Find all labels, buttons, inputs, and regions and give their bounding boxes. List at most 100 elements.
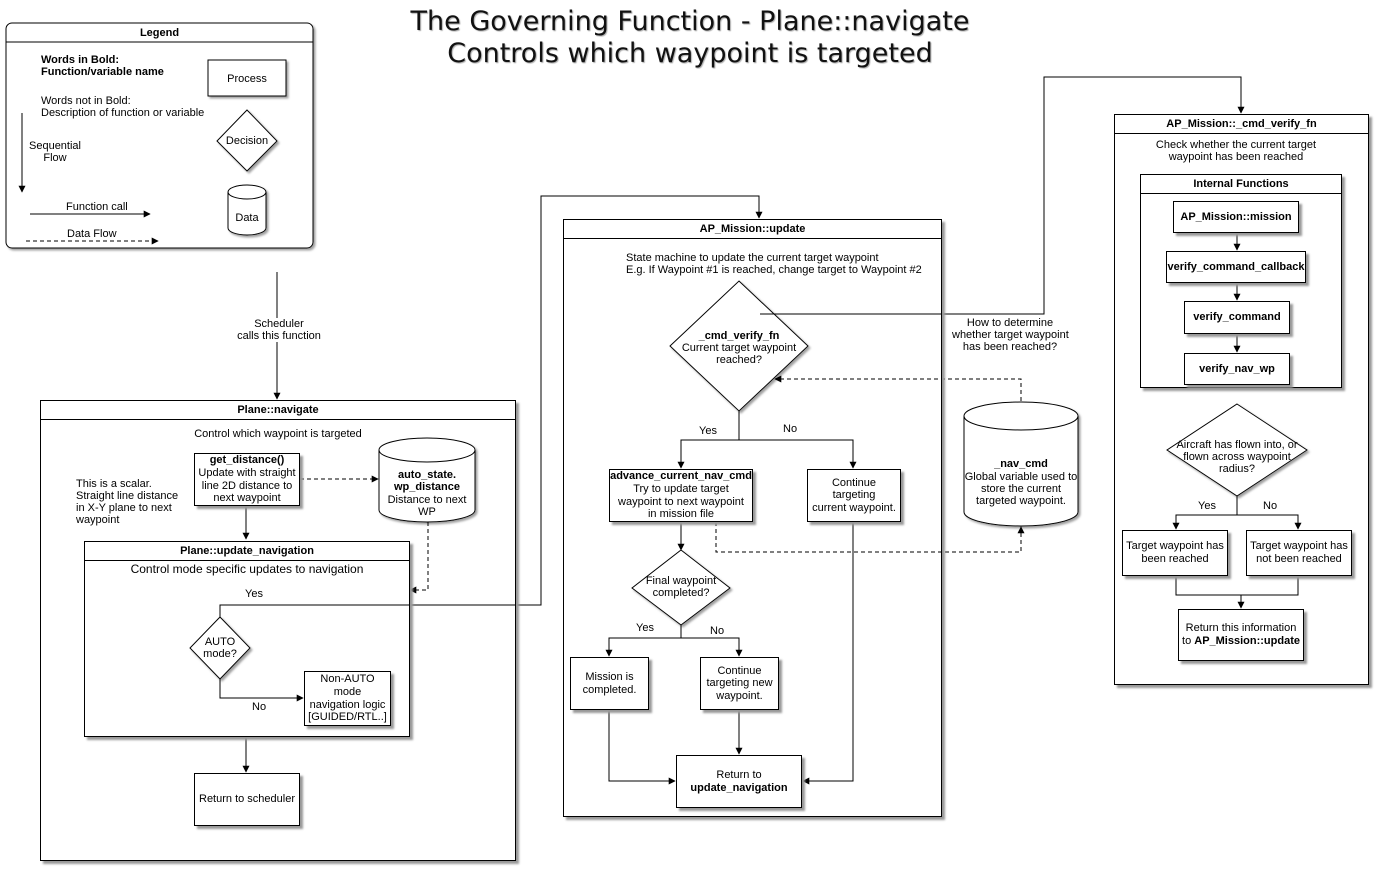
scheduler-label-1: Scheduler xyxy=(225,318,333,330)
waypoint-reached-text-1: Target waypoint has xyxy=(1126,540,1224,553)
non-auto-text-3: [GUIDED/RTL..] xyxy=(308,711,387,724)
fn-verify-nav-wp-box: verify_nav_wp xyxy=(1184,353,1290,385)
advance-nav-cmd-desc-1: Try to update target xyxy=(633,482,729,495)
legend-sequential-label-2: Flow xyxy=(26,152,84,164)
get-distance-desc-3: next waypoint xyxy=(213,492,281,505)
advance-nav-cmd-desc-3: in mission file xyxy=(647,508,715,521)
cmd-verify-desc-1: Current target waypoint xyxy=(681,342,797,354)
legend-bold-words-2: Function/variable name xyxy=(41,66,164,78)
legend-process-shape xyxy=(207,59,287,97)
return-update-nav-text-2: update_navigation xyxy=(690,781,788,794)
get-distance-box: get_distance() Update with straight line… xyxy=(194,453,300,506)
nav-cmd-desc-1: Global variable used to xyxy=(964,471,1078,483)
fn-verify-command-box: verify_command xyxy=(1184,301,1290,334)
non-auto-box: Non-AUTO mode navigation logic [GUIDED/R… xyxy=(304,671,391,726)
return-info-to: to xyxy=(1182,635,1195,647)
update-navigation-subtitle: Control mode specific updates to navigat… xyxy=(130,562,364,576)
fn-verify-nav-wp-text: verify_nav_wp xyxy=(1199,362,1275,375)
advance-to-nav-cmd-dataflow xyxy=(715,522,1025,553)
fn-verify-callback-text: verify_command_callback xyxy=(1167,260,1305,273)
return-to-scheduler-text: Return to scheduler xyxy=(199,793,295,806)
wp-distance-desc-2: WP xyxy=(418,506,436,518)
radius-decision-label-2: flown across waypoint xyxy=(1183,451,1291,463)
fn-mission-text: AP_Mission::mission xyxy=(1180,210,1292,223)
mission-completed-text-1: Mission is xyxy=(585,670,634,683)
legend-decision-shape xyxy=(216,109,278,172)
cmd-verify-call-path xyxy=(760,76,1245,315)
final-waypoint-label-1: Final waypoint xyxy=(645,575,717,587)
legend-data-flow-label: Data Flow xyxy=(65,228,119,240)
scalar-note-4: waypoint xyxy=(76,514,120,526)
radius-no-label: No xyxy=(1261,500,1280,512)
nav-cmd-desc-2: store the current xyxy=(980,483,1062,495)
continue-new-text-3: waypoint. xyxy=(716,689,763,702)
legend-data-label: Data xyxy=(235,212,259,224)
continue-new-box: Continue targeting new waypoint. xyxy=(700,657,779,710)
scalar-note-3: in X-Y plane to next xyxy=(76,502,172,514)
waypoint-not-reached-box: Target waypoint has not been reached xyxy=(1246,530,1352,576)
radius-decision-label-3: radius? xyxy=(1218,463,1256,475)
mission-update-header: AP_Mission::update xyxy=(564,220,941,239)
legend-bold-words-1: Words in Bold: xyxy=(41,54,120,66)
legend-header: Legend xyxy=(139,27,180,39)
mission-completed-box: Mission is completed. xyxy=(570,657,649,710)
nav-cmd-cylinder xyxy=(963,401,1079,527)
radius-yes-label: Yes xyxy=(1196,500,1218,512)
final-waypoint-label-2: completed? xyxy=(652,587,710,599)
update-navigation-header: Plane::update_navigation xyxy=(85,542,409,561)
mission-update-desc-1: State machine to update the current targ… xyxy=(626,252,879,264)
update-navigation-container: Plane::update_navigation xyxy=(84,541,410,737)
get-distance-name: get_distance() xyxy=(209,454,285,467)
nav-cmd-desc-3: targeted waypoint. xyxy=(976,495,1066,507)
advance-nav-cmd-desc-2: waypoint to next waypoint xyxy=(618,495,744,508)
cmd-verify-desc-2: reached? xyxy=(716,354,762,366)
mission-update-desc-2: E.g. If Waypoint #1 is reached, change t… xyxy=(626,264,922,276)
waypoint-reached-box: Target waypoint has been reached xyxy=(1122,530,1228,576)
internal-functions-container: Internal Functions xyxy=(1140,174,1342,388)
wp-distance-name-2: wp_distance xyxy=(393,481,461,493)
nav-cmd-to-verify-dataflow xyxy=(774,375,1022,401)
cmd-verify-fn-desc-2: waypoint has been reached xyxy=(1168,151,1304,163)
diagram-title-line-1: The Governing Function - Plane::navigate xyxy=(410,6,970,37)
plane-navigate-container: Plane::navigate xyxy=(40,400,516,861)
how-to-label-2: whether target waypoint xyxy=(950,329,1070,341)
return-info-text-2: to AP_Mission::update xyxy=(1182,635,1300,648)
legend-decision-label: Decision xyxy=(225,135,269,147)
cmd-verify-yes-label: Yes xyxy=(697,425,719,437)
non-auto-text-2: navigation logic xyxy=(309,698,386,711)
how-to-label-3: has been reached? xyxy=(950,341,1070,353)
continue-new-text-2: targeting new xyxy=(706,677,773,690)
legend-process-label: Process xyxy=(227,73,267,85)
continue-current-text-2: current waypoint. xyxy=(812,501,896,514)
legend-data-shape xyxy=(227,184,267,236)
diagram-title-line-2: Controls which waypoint is targeted xyxy=(447,38,933,69)
how-to-label-1: How to determine xyxy=(950,317,1070,329)
return-info-box: Return this information to AP_Mission::u… xyxy=(1178,609,1304,661)
non-auto-text-1: Non-AUTO mode xyxy=(320,673,375,698)
scalar-note-1: This is a scalar. xyxy=(76,478,152,490)
legend-function-call-label: Function call xyxy=(64,201,130,213)
get-distance-desc-1: Update with straight xyxy=(198,466,296,479)
auto-yes-path xyxy=(219,195,763,617)
final-no-label: No xyxy=(708,625,727,637)
auto-no-path xyxy=(219,679,304,702)
scheduler-label-2: calls this function xyxy=(225,330,333,342)
return-info-target: AP_Mission::update xyxy=(1194,635,1300,647)
legend-plain-words-1: Words not in Bold: xyxy=(41,95,131,107)
wp-distance-desc-1: Distance to next xyxy=(387,494,467,506)
get-distance-desc-2: line 2D distance to xyxy=(201,479,293,492)
radius-decision-label-1: Aircraft has flown into, or xyxy=(1176,439,1298,451)
legend-sequential-label-1: Sequential xyxy=(26,140,84,152)
return-update-nav-text-1: Return to xyxy=(716,768,762,781)
cmd-verify-fn-desc-1: Check whether the current target xyxy=(1155,139,1317,151)
wp-distance-name-1: auto_state. xyxy=(397,469,457,481)
auto-mode-label-2: mode? xyxy=(203,648,237,660)
waypoint-not-reached-text-1: Target waypoint has xyxy=(1250,540,1348,553)
plane-navigate-header: Plane::navigate xyxy=(41,401,515,420)
auto-mode-label-1: AUTO xyxy=(204,636,236,648)
wp-distance-cylinder xyxy=(378,437,476,523)
scalar-note-2: Straight line distance xyxy=(76,490,179,502)
cmd-verify-fn-container: AP_Mission::_cmd_verify_fn xyxy=(1114,114,1369,685)
return-to-scheduler-box: Return to scheduler xyxy=(194,773,300,826)
